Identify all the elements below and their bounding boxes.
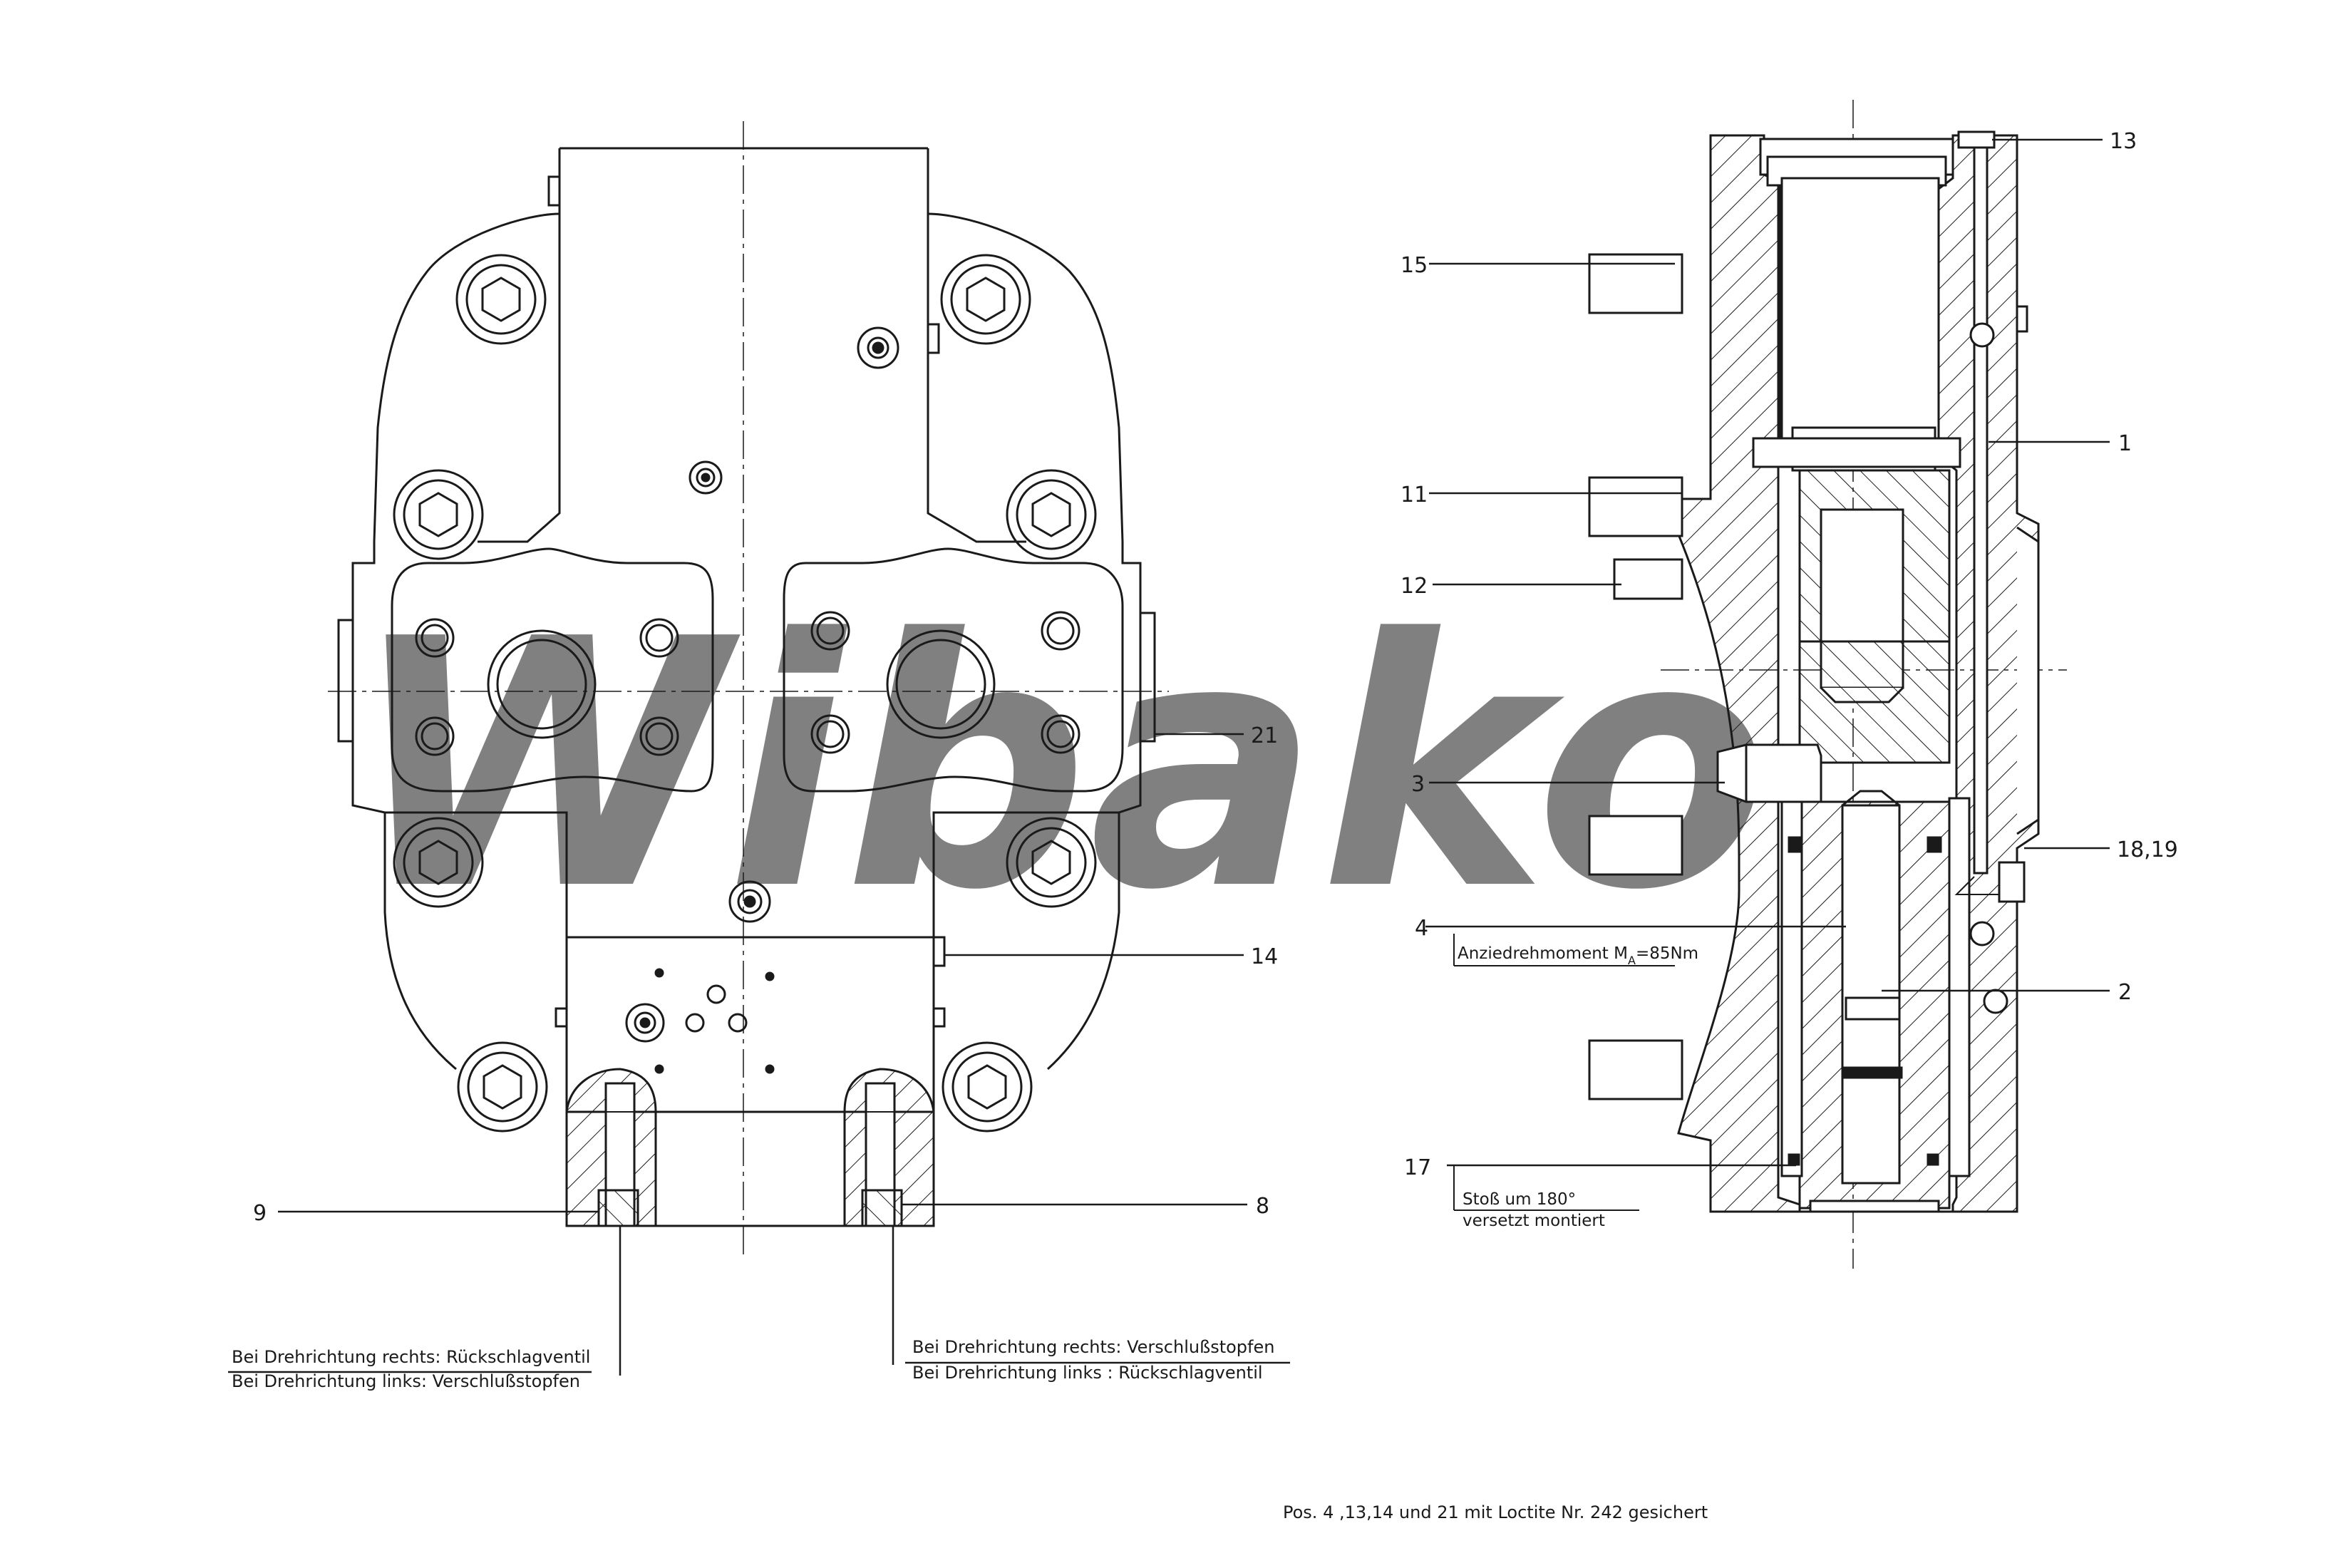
note-left-links: Bei Drehrichtung links: Verschlußstopfen	[232, 1371, 580, 1391]
left-leaders	[228, 733, 1290, 1376]
watermark: Wibako	[349, 567, 1770, 965]
note-right-links: Bei Drehrichtung links : Rückschlagventi…	[912, 1363, 1263, 1383]
stud-lower-1	[1588, 815, 1683, 876]
housing-outline	[351, 212, 1142, 1071]
stud-11	[1588, 476, 1683, 537]
flange-left	[391, 547, 714, 793]
pos-13-label: 13	[2110, 129, 2137, 154]
pos-21-label: 21	[1251, 723, 1278, 748]
pos-9-label: 9	[253, 1201, 267, 1226]
pos-17-label: 17	[1404, 1155, 1431, 1180]
flange-right	[783, 547, 1124, 793]
stud-12	[1613, 558, 1683, 600]
section-view	[1588, 100, 2067, 1269]
upper-piston	[1780, 177, 1940, 450]
torque-note: Anziedrehmoment MA=85Nm	[1458, 944, 1698, 967]
stud-lower-2	[1588, 1039, 1683, 1100]
pos-3-label: 3	[1411, 772, 1425, 797]
cap-screws	[393, 254, 1097, 1133]
port-right	[886, 629, 996, 739]
port-left	[487, 629, 597, 739]
note-left-rechts: Bei Drehrichtung rechts: Rückschlagventi…	[232, 1347, 590, 1367]
top-view	[328, 121, 1169, 1254]
note-right-rechts: Bei Drehrichtung rechts: Verschlußstopfe…	[912, 1337, 1274, 1357]
pos-1-label: 1	[2118, 431, 2132, 456]
footer-note: Pos. 4 ,13,14 und 21 mit Loctite Nr. 242…	[1283, 1502, 1708, 1522]
pos-14-label: 14	[1251, 944, 1278, 969]
offset-note-line2: versetzt montiert	[1463, 1212, 1605, 1230]
oil-channel	[1973, 138, 1989, 875]
pos-2-label: 2	[2118, 980, 2132, 1005]
pos-11-label: 11	[1401, 483, 1428, 507]
pos-18-19-label: 18,19	[2117, 837, 2178, 862]
flange-bolts	[415, 611, 1080, 756]
offset-note-line1: Stoß um 180°	[1463, 1190, 1576, 1209]
port-plug-3	[1716, 743, 1822, 803]
pos-8-label: 8	[1256, 1194, 1269, 1219]
pos-4-label: 4	[1415, 916, 1428, 941]
lower-plunger	[1841, 804, 1901, 1185]
pos-12-label: 12	[1401, 574, 1428, 599]
section-leaders	[1425, 138, 2110, 1167]
valve-block	[565, 936, 935, 1113]
pos-15-label: 15	[1401, 253, 1428, 278]
